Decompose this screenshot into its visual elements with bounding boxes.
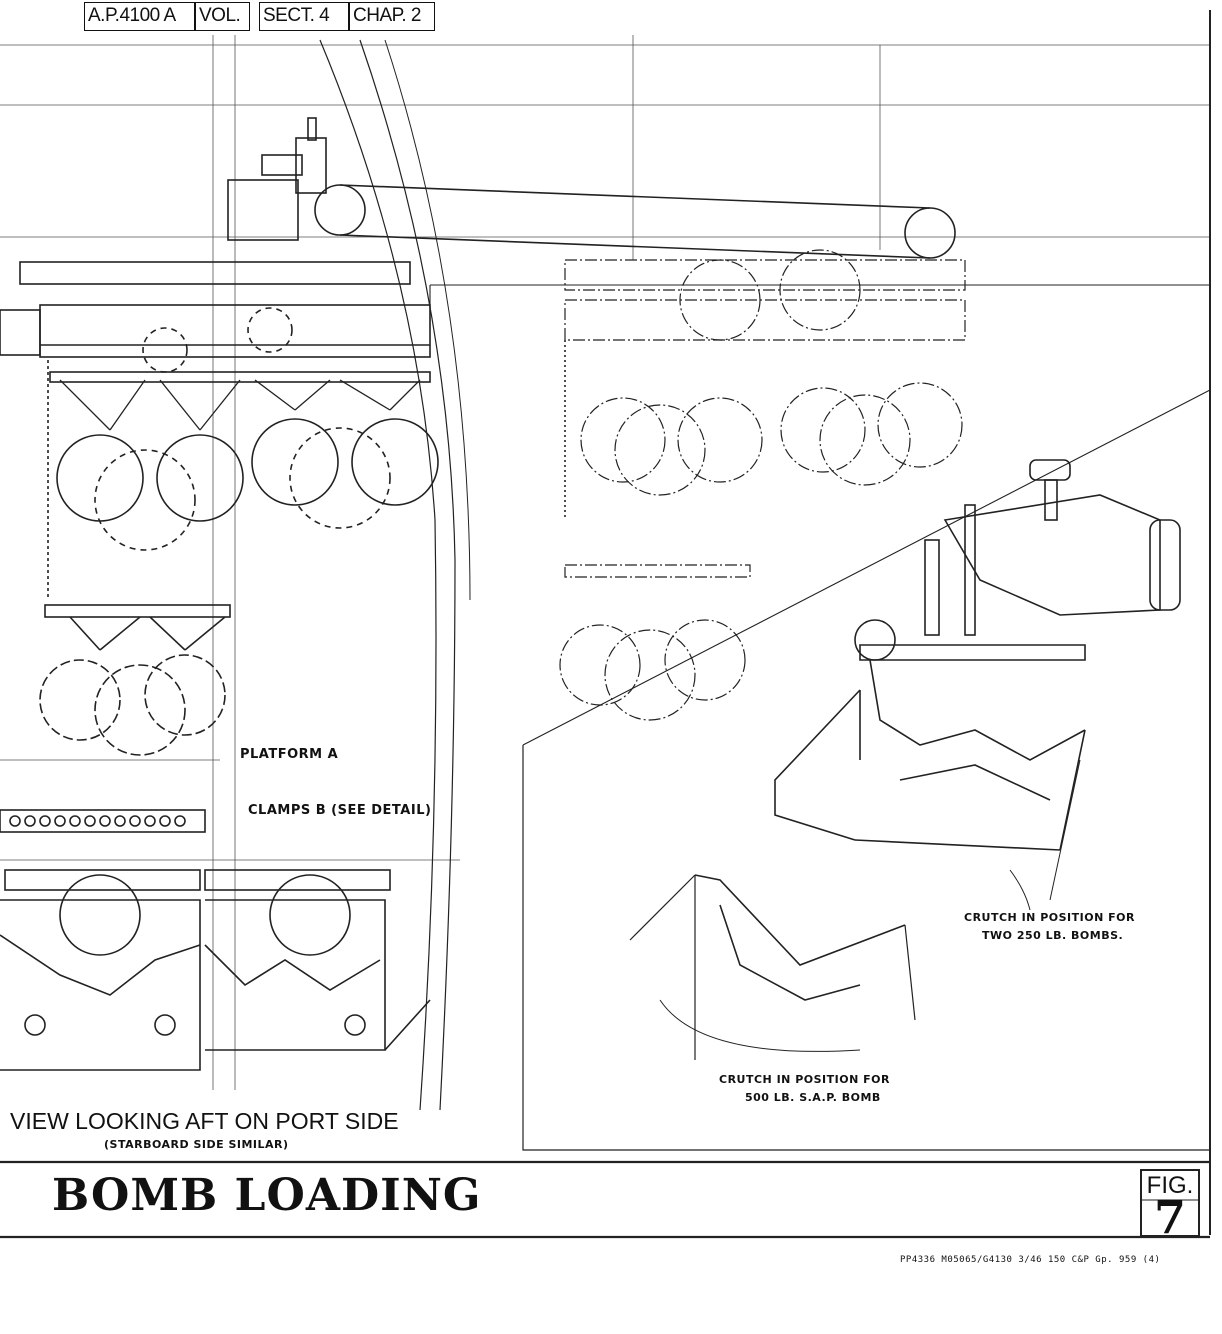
figure-number: 7 — [1153, 1190, 1186, 1244]
print-code: PP4336 M05065/G4130 3/46 150 C&P Gp. 959… — [900, 1255, 1161, 1265]
ap-number-box: A.P.4100 A — [84, 2, 195, 31]
section-box: SECT. 4 — [259, 2, 349, 31]
clamps-label: CLAMPS B (SEE DETAIL) — [248, 803, 432, 818]
drawing-title: BOMB LOADING — [52, 1170, 482, 1221]
platform-label: PLATFORM A — [240, 747, 339, 762]
crutch-500lb-line1: CRUTCH IN POSITION FOR — [719, 1073, 890, 1086]
crutch-two-bombs-line2: TWO 250 LB. BOMBS. — [982, 929, 1124, 942]
view-caption: VIEW LOOKING AFT ON PORT SIDE — [10, 1108, 399, 1134]
crutch-two-bombs-line1: CRUTCH IN POSITION FOR — [964, 911, 1135, 924]
view-subcaption: (STARBOARD SIDE SIMILAR) — [104, 1138, 289, 1151]
chapter-box: CHAP. 2 — [349, 2, 435, 31]
figure-label: FIG. — [1146, 1172, 1194, 1199]
crutch-500lb-line2: 500 LB. S.A.P. BOMB — [745, 1091, 881, 1104]
volume-box: VOL. — [195, 2, 250, 31]
